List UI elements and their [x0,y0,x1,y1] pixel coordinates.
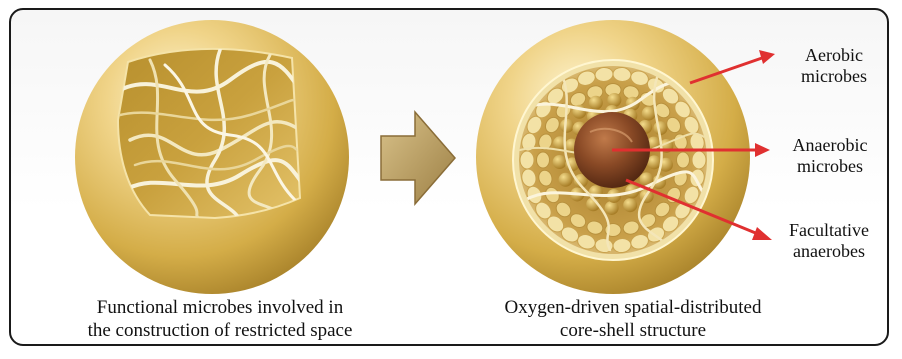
label-facultative-line1: Facultative [764,220,894,241]
right-caption: Oxygen-driven spatial-distributed core-s… [468,296,798,342]
left-caption-line2: the construction of restricted space [50,319,390,342]
left-sphere [75,20,349,294]
aerobic-cell [537,152,550,168]
aerobic-arrowhead [759,50,775,64]
facultative-cell [553,155,567,169]
aerobic-cell [520,151,534,169]
right-caption-line2: core-shell structure [468,319,798,342]
label-aerobic-line1: Aerobic [774,45,894,66]
label-anaerobic-microbes: Anaerobic microbes [770,135,890,177]
facultative-cell [605,201,619,215]
right-sphere [476,20,750,294]
facultative-cell [642,107,656,121]
aerobic-cell [677,152,690,168]
label-facultative-line2: anaerobes [764,241,894,262]
left-caption: Functional microbes involved in the cons… [50,296,390,342]
facultative-cell [559,173,573,187]
transition-arrow [381,112,455,204]
facultative-cell [589,96,603,110]
facultative-cell [623,198,637,212]
label-aerobic-microbes: Aerobic microbes [774,45,894,87]
right-caption-line1: Oxygen-driven spatial-distributed [468,296,798,319]
label-anaerobic-line1: Anaerobic [770,135,890,156]
anaerobic-arrowhead [755,143,770,157]
left-caption-line1: Functional microbes involved in [50,296,390,319]
label-facultative-anaerobes: Facultative anaerobes [764,220,894,262]
label-aerobic-line2: microbes [774,66,894,87]
aerobic-cell [692,151,706,169]
label-anaerobic-line2: microbes [770,156,890,177]
facultative-cell [607,93,621,107]
